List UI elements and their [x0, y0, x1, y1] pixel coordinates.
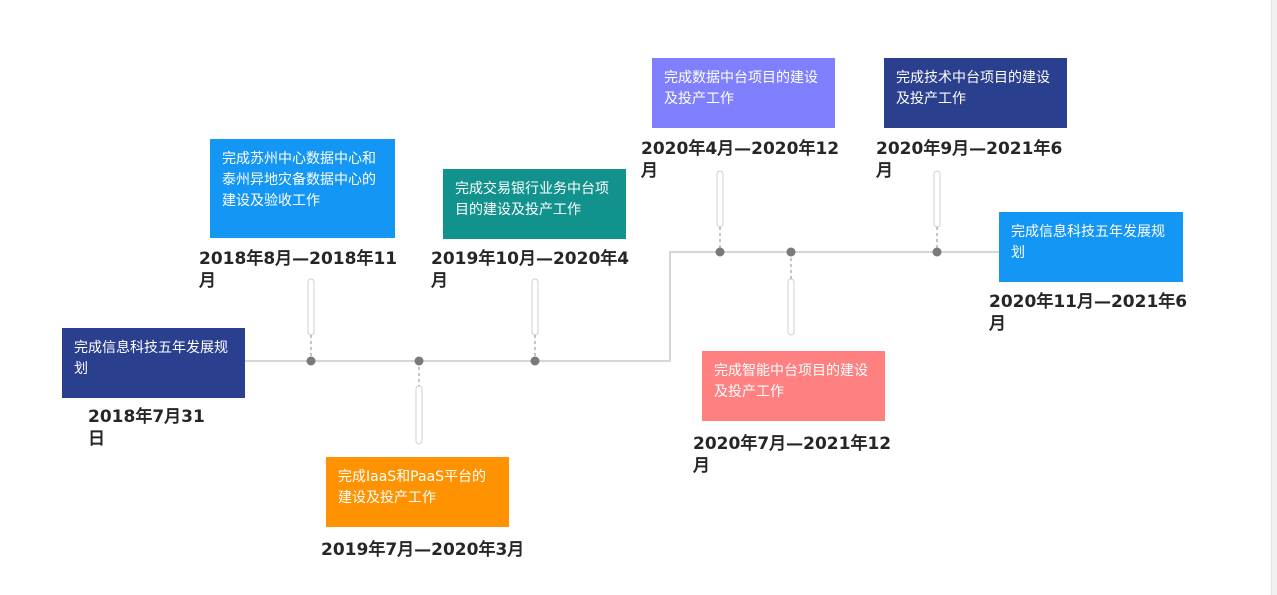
- timeline-dot: [786, 247, 796, 257]
- timeline-dot: [932, 247, 942, 257]
- milestone-text: 完成苏州中心数据中心和泰州异地灾备数据中心的建设及验收工作: [222, 151, 376, 209]
- milestone-text: 完成智能中台项目的建设及投产工作: [714, 363, 868, 400]
- milestone-text: 完成信息科技五年发展规划: [1011, 224, 1165, 261]
- milestone-date-7: 2020年9月—2021年6月: [876, 139, 1063, 181]
- milestone-box-2: 完成苏州中心数据中心和泰州异地灾备数据中心的建设及验收工作: [210, 139, 395, 238]
- connector-capsule: [787, 278, 795, 336]
- milestone-date-2: 2018年8月—2018年11月: [199, 249, 398, 291]
- milestone-text: 完成交易银行业务中台项目的建设及投产工作: [455, 181, 609, 218]
- timeline-dot: [414, 356, 424, 366]
- connector-capsule: [415, 385, 423, 445]
- milestone-text: 完成技术中台项目的建设及投产工作: [896, 70, 1050, 107]
- milestone-text: 完成IaaS和PaaS平台的建设及投产工作: [338, 469, 487, 506]
- timeline-dot: [530, 356, 540, 366]
- milestone-date-5: 2020年4月—2020年12月: [641, 139, 840, 181]
- milestone-box-8: 完成信息科技五年发展规划: [999, 212, 1183, 282]
- milestone-text: 完成信息科技五年发展规划: [74, 340, 228, 377]
- timeline-dot: [715, 247, 725, 257]
- milestone-date-6: 2020年7月—2021年12月: [693, 434, 892, 476]
- milestone-date-4: 2019年10月—2020年4月: [431, 249, 630, 291]
- milestone-date-8: 2020年11月—2021年6月: [989, 292, 1188, 334]
- milestone-text: 完成数据中台项目的建设及投产工作: [664, 70, 818, 107]
- milestone-box-4: 完成交易银行业务中台项目的建设及投产工作: [443, 169, 626, 239]
- milestone-date-1: 2018年7月31日: [88, 407, 205, 449]
- milestone-box-6: 完成智能中台项目的建设及投产工作: [702, 351, 885, 421]
- timeline-dot: [306, 356, 316, 366]
- timeline-line: [245, 251, 1000, 362]
- milestone-date-3: 2019年7月—2020年3月: [321, 540, 525, 560]
- scrollbar-edge: [1271, 0, 1277, 595]
- milestone-box-5: 完成数据中台项目的建设及投产工作: [652, 58, 835, 128]
- milestone-box-1: 完成信息科技五年发展规划: [62, 328, 245, 398]
- milestone-box-7: 完成技术中台项目的建设及投产工作: [884, 58, 1067, 128]
- milestone-box-3: 完成IaaS和PaaS平台的建设及投产工作: [326, 457, 509, 527]
